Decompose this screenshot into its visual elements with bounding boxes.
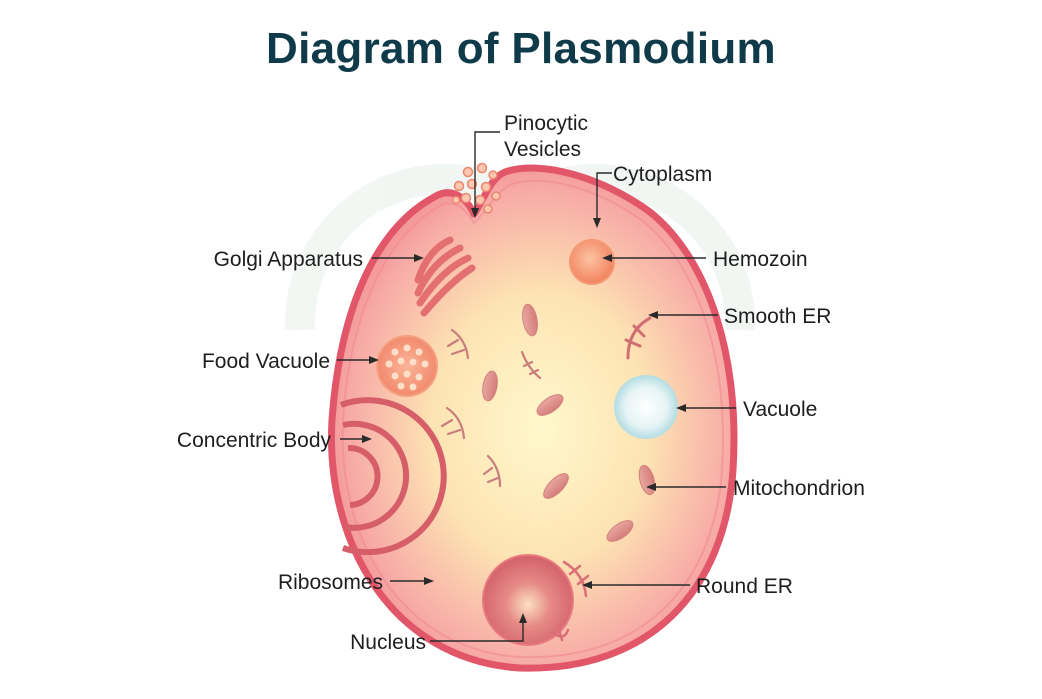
concentric-body	[339, 397, 447, 556]
diagram-title: Diagram of Plasmodium	[266, 24, 776, 73]
smooth-er	[624, 316, 652, 360]
er-fragments	[440, 328, 542, 488]
cell-membrane	[327, 164, 738, 672]
label-vacuole: Vacuole	[743, 398, 817, 421]
label-hemozoin: Hemozoin	[713, 248, 808, 271]
leader-lines	[337, 131, 736, 642]
golgi-apparatus	[414, 236, 476, 317]
vacuole	[614, 375, 678, 439]
label-mitochondrion: Mitochondrion	[733, 477, 865, 500]
cell-inner-membrane	[341, 179, 724, 659]
round-er	[550, 560, 590, 642]
label-food-vacuole: Food Vacuole	[202, 350, 330, 373]
label-smooth-er: Smooth ER	[724, 305, 831, 328]
label-ribosomes: Ribosomes	[278, 571, 383, 594]
pinocytic-vesicles	[451, 162, 501, 214]
arrowheads	[362, 208, 686, 623]
label-pinocytic-line2: Vesicles	[504, 138, 581, 161]
label-concentric-body: Concentric Body	[177, 429, 332, 452]
label-golgi-apparatus: Golgi Apparatus	[214, 248, 363, 271]
label-round-er: Round ER	[696, 575, 793, 598]
label-nucleus: Nucleus	[350, 631, 426, 654]
hemozoin	[569, 239, 615, 285]
food-vacuole	[376, 335, 438, 397]
label-cytoplasm: Cytoplasm	[613, 163, 712, 186]
mitochondria	[482, 303, 656, 542]
nucleus	[482, 554, 574, 646]
label-pinocytic-line1: Pinocytic	[504, 112, 588, 135]
